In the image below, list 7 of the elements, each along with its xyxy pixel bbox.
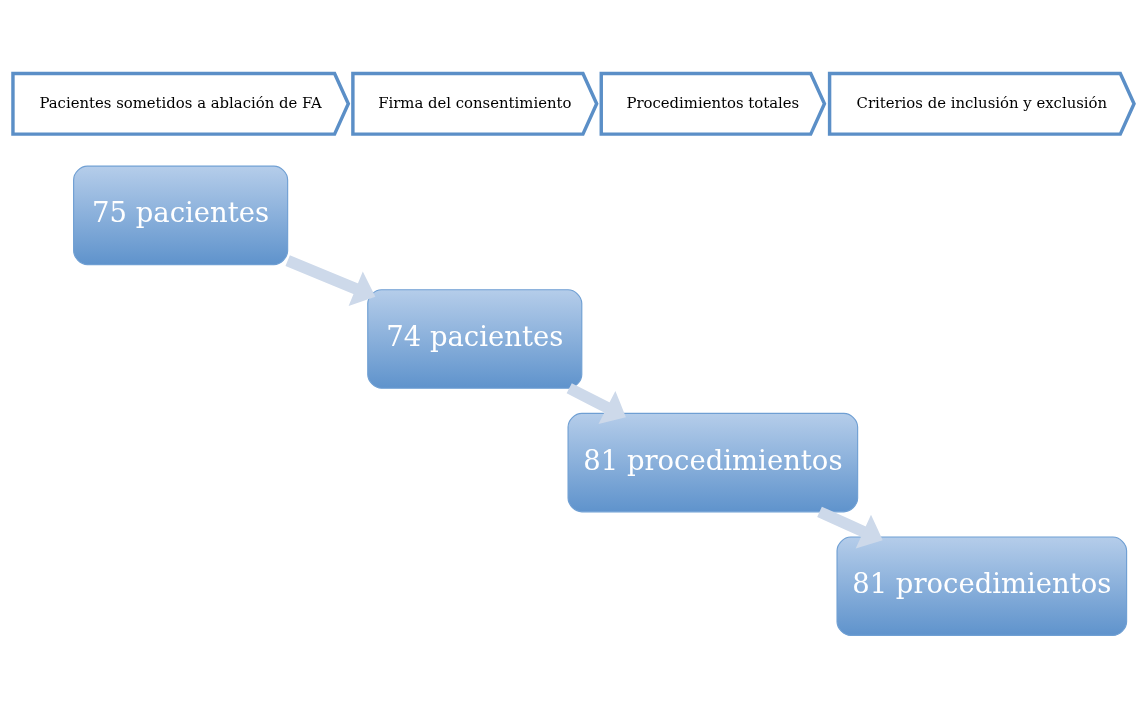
arrow (285, 255, 376, 306)
node-box: 75 pacientes (73, 165, 289, 266)
node-box: 74 pacientes (367, 289, 583, 389)
node-box: 81 procedimientos (836, 536, 1128, 636)
arrow (817, 506, 883, 549)
node-box: 81 procedimientos (567, 412, 859, 513)
arrow (566, 383, 626, 425)
